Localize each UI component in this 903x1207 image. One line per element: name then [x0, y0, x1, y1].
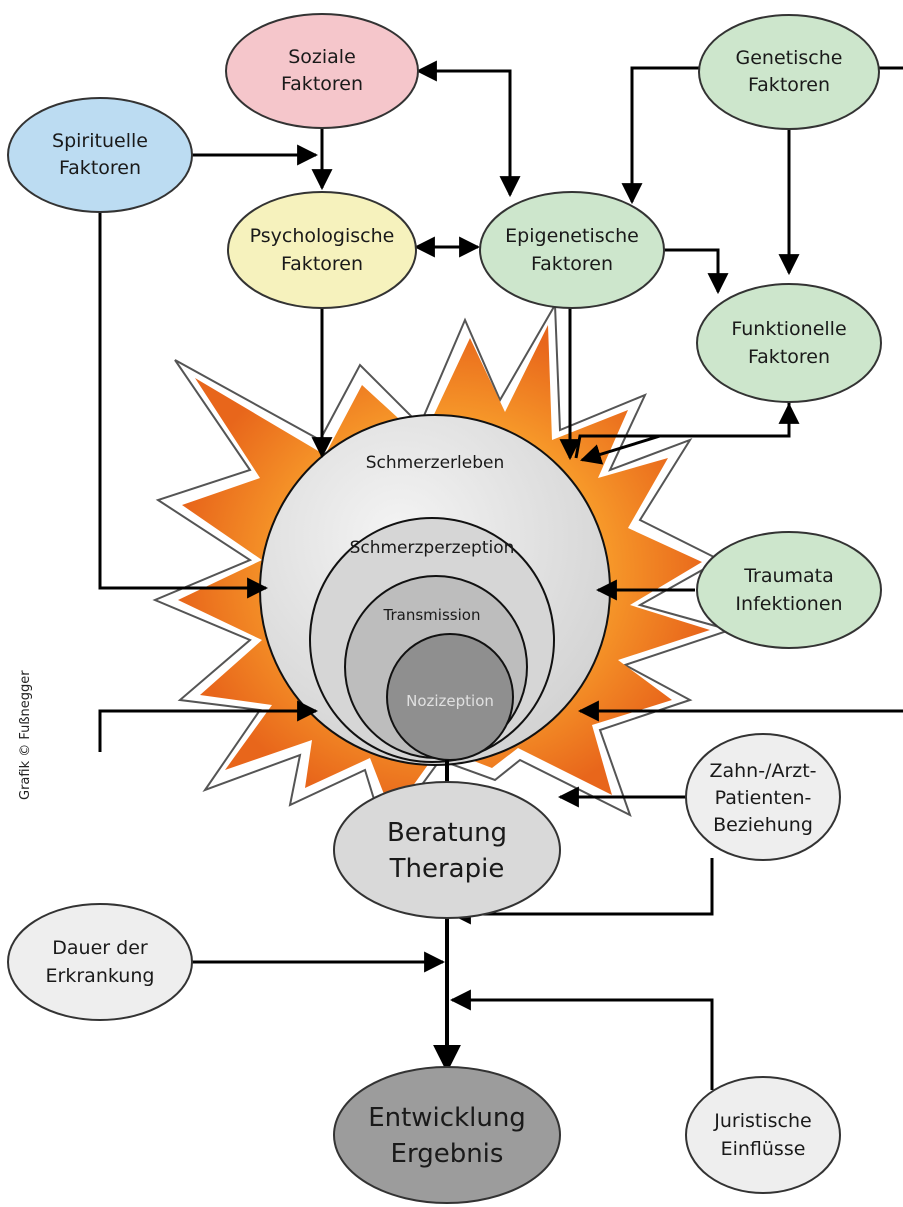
node-genetische-line1: Genetische — [736, 47, 843, 69]
node-soziale: Soziale Faktoren — [225, 13, 419, 129]
node-juristische-line1: Juristische — [713, 1110, 811, 1132]
arrow-epigenetische-funktionelle — [664, 248, 729, 295]
arrow-soziale-epigenetische — [415, 60, 521, 198]
circle-nozizeption — [386, 633, 514, 761]
node-funktionelle: Funktionelle Faktoren — [696, 283, 882, 403]
node-epigenetische-line1: Epigenetische — [505, 225, 639, 247]
arrow-spirituelle-schmerz — [98, 193, 269, 599]
node-soziale-line1: Soziale — [288, 46, 356, 68]
node-zahnarzt-line1: Zahn-/Arzt- — [709, 760, 816, 782]
node-zahnarzt-line2: Patienten- — [715, 787, 812, 809]
arrow-dauer-schmerz — [98, 700, 319, 752]
node-funktionelle-line1: Funktionelle — [731, 318, 846, 340]
node-spirituelle: Spirituelle Faktoren — [7, 97, 193, 213]
node-entwicklung-line1: Entwicklung — [368, 1103, 526, 1133]
node-beratung: Beratung Therapie — [333, 781, 561, 919]
credit-label: Grafik © Fußnegger — [18, 670, 33, 800]
node-juristische: Juristische Einflüsse — [685, 1076, 841, 1194]
node-zahnarzt: Zahn-/Arzt- Patienten- Beziehung — [685, 733, 841, 861]
node-beratung-line2: Therapie — [389, 854, 505, 884]
pain-circles: Schmerzerleben Schmerzperzeption Transmi… — [259, 414, 611, 766]
arrow-juristische-ergebnis — [449, 989, 714, 1090]
node-traumata-line2: Infektionen — [735, 593, 842, 615]
node-traumata-line1: Traumata — [743, 565, 834, 587]
node-zahnarzt-line3: Beziehung — [713, 814, 813, 836]
node-entwicklung-line2: Ergebnis — [391, 1139, 504, 1169]
node-funktionelle-line2: Faktoren — [748, 346, 830, 368]
node-epigenetische: Epigenetische Faktoren — [479, 191, 665, 309]
node-dauer-line2: Erkrankung — [46, 965, 155, 987]
node-traumata: Traumata Infektionen — [696, 531, 882, 649]
node-spirituelle-line2: Faktoren — [59, 157, 141, 179]
node-beratung-line1: Beratung — [387, 818, 507, 848]
node-epigenetische-line2: Faktoren — [531, 253, 613, 275]
node-spirituelle-line1: Spirituelle — [52, 130, 148, 152]
label-nozizeption: Nozizeption — [406, 692, 494, 710]
arrow-genetische-epigenetische — [621, 66, 700, 205]
node-juristische-line2: Einflüsse — [721, 1138, 806, 1160]
node-soziale-line2: Faktoren — [281, 73, 363, 95]
node-dauer-line1: Dauer der — [52, 937, 148, 959]
label-schmerzerleben: Schmerzerleben — [366, 453, 505, 473]
arrow-zahnarzt-ergebnis — [449, 858, 714, 925]
node-psychologische-line1: Psychologische — [250, 225, 395, 247]
label-schmerzperzeption: Schmerzperzeption — [350, 538, 515, 558]
node-genetische-line2: Faktoren — [748, 74, 830, 96]
label-transmission: Transmission — [383, 606, 481, 624]
connectors — [98, 60, 903, 1090]
node-psychologische-line2: Faktoren — [281, 253, 363, 275]
node-psychologische: Psychologische Faktoren — [227, 191, 417, 309]
node-genetische: Genetische Faktoren — [698, 14, 880, 130]
node-entwicklung: Entwicklung Ergebnis — [333, 1066, 561, 1204]
node-dauer: Dauer der Erkrankung — [7, 903, 193, 1021]
